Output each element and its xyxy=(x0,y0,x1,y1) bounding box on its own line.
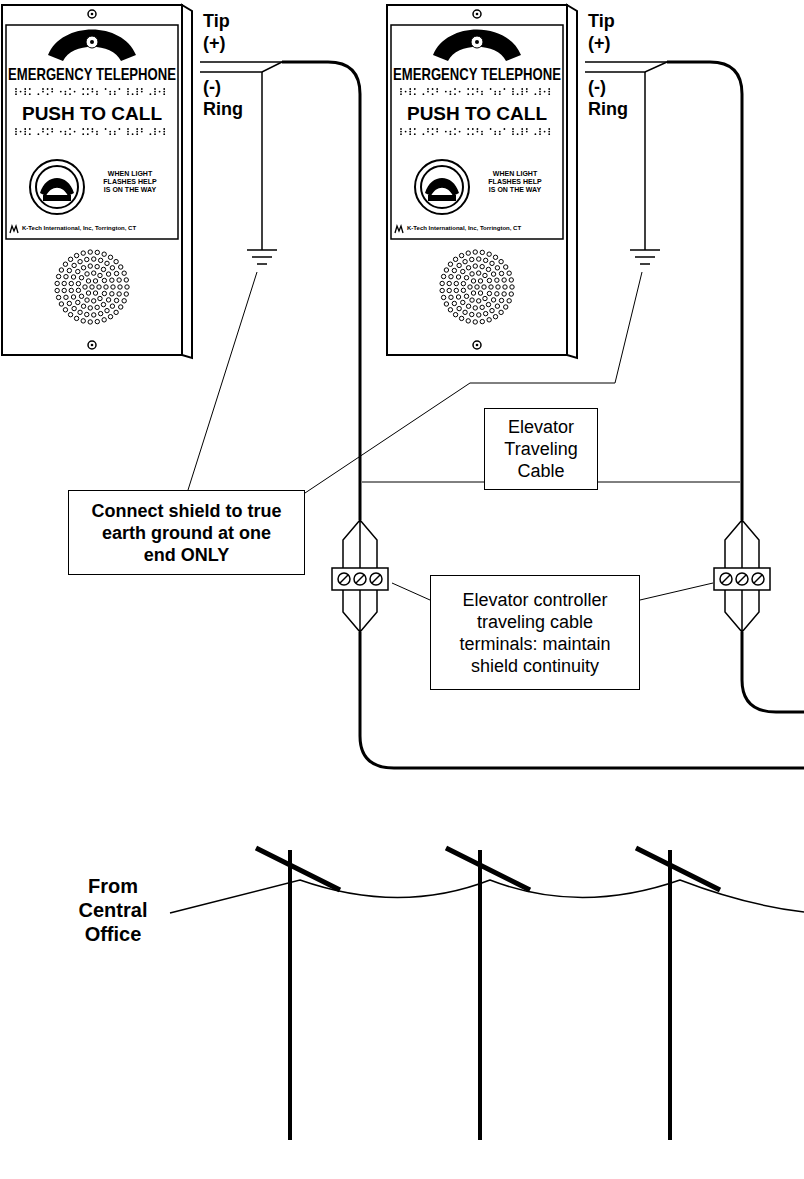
panel-heading: EMERGENCY TELEPHONE xyxy=(393,65,561,85)
maker-mark: K-Tech International, Inc, Torrington, C… xyxy=(407,224,521,232)
callout-text: Elevator controller traveling cable term… xyxy=(456,589,614,677)
maker-mark: K-Tech International, Inc, Torrington, C… xyxy=(22,224,136,232)
utility-poles xyxy=(170,848,804,1140)
terminal-block xyxy=(332,520,388,632)
callout-box: Connect shield to true earth ground at o… xyxy=(68,490,305,575)
panel-heading: PUSH TO CALL xyxy=(407,103,547,125)
source-label: From Central Office xyxy=(60,874,166,946)
callout-box: Elevator controller traveling cable term… xyxy=(430,575,640,690)
emergency-phone: EMERGENCY TELEPHONE PUSH TO CALL WHEN LIGH… xyxy=(2,5,182,355)
phone-housing xyxy=(2,5,192,358)
callout-text: Elevator Traveling Cable xyxy=(491,416,591,482)
terminal-block xyxy=(714,520,770,632)
wire-name: (-) Ring xyxy=(588,76,636,120)
panel-note: WHEN LIGHT FLASHES HELP IS ON THE WAY xyxy=(101,170,159,194)
wire-name: (-) Ring xyxy=(203,76,251,120)
panel-heading: PUSH TO CALL xyxy=(22,103,162,125)
panel-note: WHEN LIGHT FLASHES HELP IS ON THE WAY xyxy=(486,170,544,194)
panel-heading: EMERGENCY TELEPHONE xyxy=(8,65,176,85)
callout-text: Connect shield to true earth ground at o… xyxy=(89,500,284,566)
phone-wiring xyxy=(200,62,667,264)
traveling-cable xyxy=(282,62,804,768)
emergency-phone: EMERGENCY TELEPHONE PUSH TO CALL WHEN LIGH… xyxy=(387,5,567,355)
callout-box: Elevator Traveling Cable xyxy=(484,408,598,490)
wire-name: Tip (+) xyxy=(588,10,628,54)
phone-housing xyxy=(387,5,577,358)
wire-name: Tip (+) xyxy=(203,10,243,54)
